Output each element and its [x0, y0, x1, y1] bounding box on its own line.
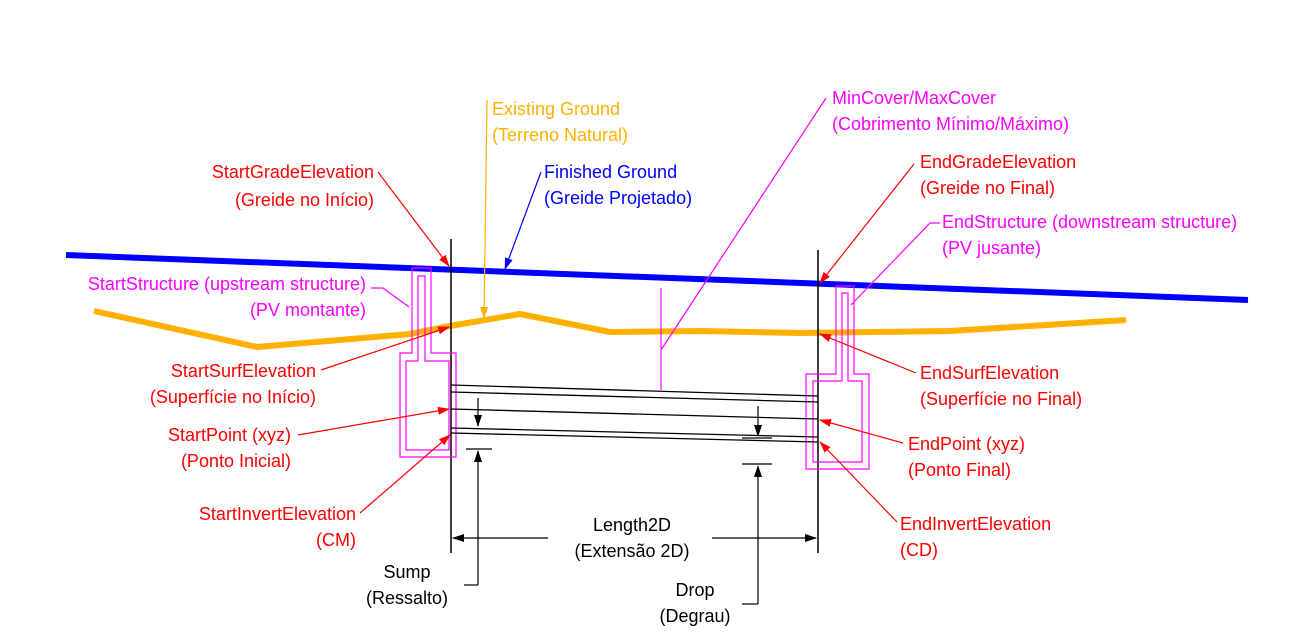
start-surf-label: StartSurfElevation (Superfície no Início…	[150, 361, 316, 407]
end-structure-leader	[850, 222, 940, 306]
end-point-label: EndPoint (xyz) (Ponto Final)	[908, 434, 1025, 480]
start-grade-label: StartGradeElevation (Greide no Início)	[212, 162, 374, 210]
start-point-label: StartPoint (xyz) (Ponto Inicial)	[168, 425, 291, 471]
svg-text:(Superfície no Início): (Superfície no Início)	[150, 387, 316, 407]
start-point-leader	[297, 406, 450, 436]
end-grade-label: EndGradeElevation (Greide no Final)	[920, 152, 1076, 198]
end-invert-label: EndInvertElevation (CD)	[900, 514, 1051, 560]
start-grade-leader	[377, 171, 450, 267]
svg-text:Length2D: Length2D	[593, 515, 671, 535]
start-structure-shape	[399, 267, 457, 458]
svg-text:(Superfície no Final): (Superfície no Final)	[920, 389, 1082, 409]
existing-ground-label: Existing Ground (Terreno Natural)	[492, 99, 628, 145]
svg-text:(Terreno Natural): (Terreno Natural)	[492, 125, 628, 145]
svg-text:(CM): (CM)	[316, 530, 356, 550]
svg-text:(Ponto Inicial): (Ponto Inicial)	[181, 451, 291, 471]
svg-text:(CD): (CD)	[900, 540, 938, 560]
svg-text:Existing Ground: Existing Ground	[492, 99, 620, 119]
svg-text:StartSurfElevation: StartSurfElevation	[171, 361, 316, 381]
svg-text:EndPoint (xyz): EndPoint (xyz)	[908, 434, 1025, 454]
end-surf-leader	[819, 333, 917, 374]
svg-text:EndStructure (downstream struc: EndStructure (downstream structure)	[942, 212, 1237, 232]
finished-ground-line	[65, 252, 1249, 303]
end-structure-label: EndStructure (downstream structure) (PV …	[942, 212, 1237, 258]
svg-text:MinCover/MaxCover: MinCover/MaxCover	[832, 88, 996, 108]
drop-dimension	[742, 406, 772, 605]
finished-ground-leader	[504, 171, 542, 270]
svg-text:Drop: Drop	[675, 580, 714, 600]
svg-text:Finished Ground: Finished Ground	[544, 162, 677, 182]
length2d-label: Length2D (Extensão 2D)	[574, 515, 689, 561]
cover-leader	[660, 97, 827, 351]
svg-text:(Greide no Final): (Greide no Final)	[920, 178, 1055, 198]
svg-text:(Degrau): (Degrau)	[659, 606, 730, 626]
svg-text:(Ponto Final): (Ponto Final)	[908, 460, 1011, 480]
svg-text:EndSurfElevation: EndSurfElevation	[920, 363, 1059, 383]
svg-text:StartInvertElevation: StartInvertElevation	[199, 504, 356, 524]
svg-text:(PV montante): (PV montante)	[250, 300, 366, 320]
svg-text:(PV jusante): (PV jusante)	[942, 238, 1041, 258]
end-point-leader	[819, 419, 904, 444]
pipe-body	[450, 384, 819, 443]
start-structure-leader	[371, 287, 410, 308]
sump-dimension	[464, 398, 492, 586]
end-structure-shape	[805, 285, 870, 470]
svg-text:EndGradeElevation: EndGradeElevation	[920, 152, 1076, 172]
start-surf-leader	[320, 326, 450, 371]
sump-label: Sump (Ressalto)	[366, 562, 448, 608]
svg-text:EndInvertElevation: EndInvertElevation	[900, 514, 1051, 534]
svg-text:Sump: Sump	[383, 562, 430, 582]
svg-text:StartPoint (xyz): StartPoint (xyz)	[168, 425, 291, 445]
svg-text:StartGradeElevation: StartGradeElevation	[212, 162, 374, 182]
finished-ground-label: Finished Ground (Greide Projetado)	[544, 162, 692, 208]
svg-text:(Greide Projetado): (Greide Projetado)	[544, 188, 692, 208]
start-invert-leader	[359, 434, 451, 514]
svg-text:(Greide no Início): (Greide no Início)	[235, 190, 374, 210]
existing-ground-leader	[480, 99, 489, 319]
svg-text:(Extensão 2D): (Extensão 2D)	[574, 541, 689, 561]
drop-label: Drop (Degrau)	[659, 580, 730, 626]
existing-ground-line	[93, 308, 1127, 350]
start-structure-label: StartStructure (upstream structure) (PV …	[88, 274, 366, 320]
end-surf-label: EndSurfElevation (Superfície no Final)	[920, 363, 1082, 409]
svg-text:(Ressalto): (Ressalto)	[366, 588, 448, 608]
start-invert-label: StartInvertElevation (CM)	[199, 504, 356, 550]
end-grade-leader	[819, 163, 915, 284]
end-invert-leader	[819, 441, 898, 523]
cover-label: MinCover/MaxCover (Cobrimento Mínimo/Máx…	[832, 88, 1069, 134]
svg-text:(Cobrimento Mínimo/Máximo): (Cobrimento Mínimo/Máximo)	[832, 114, 1069, 134]
svg-text:StartStructure (upstream struc: StartStructure (upstream structure)	[88, 274, 366, 294]
